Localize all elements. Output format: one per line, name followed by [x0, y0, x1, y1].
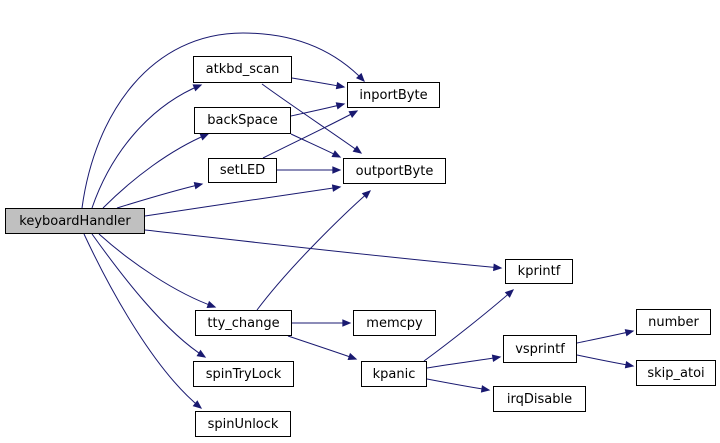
node-irqDisable[interactable]: irqDisable	[493, 386, 586, 412]
node-kpanic[interactable]: kpanic	[361, 361, 427, 387]
node-kprintf[interactable]: kprintf	[505, 259, 573, 284]
edge-keyboardHandler-to-backSpace	[102, 133, 210, 209]
edge-atkbd_scan-to-outportByte	[261, 83, 363, 154]
edge-keyboardHandler-to-spinTryLock	[91, 233, 207, 358]
edge-keyboardHandler-to-kprintf	[144, 229, 503, 272]
node-backSpace[interactable]: backSpace	[194, 107, 291, 134]
node-spinTryLock[interactable]: spinTryLock	[193, 361, 294, 387]
edge-backSpace-to-inportByte	[290, 102, 346, 117]
edge-keyboardHandler-to-atkbd_scan	[91, 84, 203, 209]
edge-setLED-to-inportByte	[262, 110, 359, 159]
edge-keyboardHandler-to-setLED	[116, 182, 204, 209]
edge-keyboardHandler-to-inportByte	[81, 32, 365, 209]
node-outportByte[interactable]: outportByte	[343, 158, 446, 184]
node-vsprintf[interactable]: vsprintf	[503, 335, 577, 363]
node-keyboardHandler[interactable]: keyboardHandler	[5, 208, 145, 234]
node-spinUnlock[interactable]: spinUnlock	[195, 411, 291, 437]
edge-tty_change-to-outportByte	[256, 190, 372, 311]
edge-atkbd_scan-to-inportByte	[291, 77, 346, 90]
node-setLED[interactable]: setLED	[208, 158, 277, 183]
edge-kpanic-to-irqDisable	[426, 378, 491, 393]
edge-keyboardHandler-to-tty_change	[98, 233, 217, 309]
node-memcpy[interactable]: memcpy	[353, 310, 436, 336]
edge-backSpace-to-outportByte	[290, 133, 342, 158]
edge-tty_change-to-kpanic	[287, 335, 358, 361]
node-number[interactable]: number	[636, 309, 711, 335]
node-inportByte[interactable]: inportByte	[347, 82, 440, 108]
edge-kpanic-to-kprintf	[423, 289, 515, 362]
edge-vsprintf-to-skip_atoi	[576, 354, 635, 369]
node-tty_change[interactable]: tty_change	[195, 310, 292, 336]
edge-kpanic-to-vsprintf	[426, 354, 502, 369]
edge-keyboardHandler-to-spinUnlock	[83, 233, 203, 409]
edge-keyboardHandler-to-outportByte	[144, 184, 342, 217]
node-skip_atoi[interactable]: skip_atoi	[636, 360, 716, 386]
edge-vsprintf-to-number	[576, 329, 635, 344]
node-atkbd_scan[interactable]: atkbd_scan	[193, 56, 292, 83]
